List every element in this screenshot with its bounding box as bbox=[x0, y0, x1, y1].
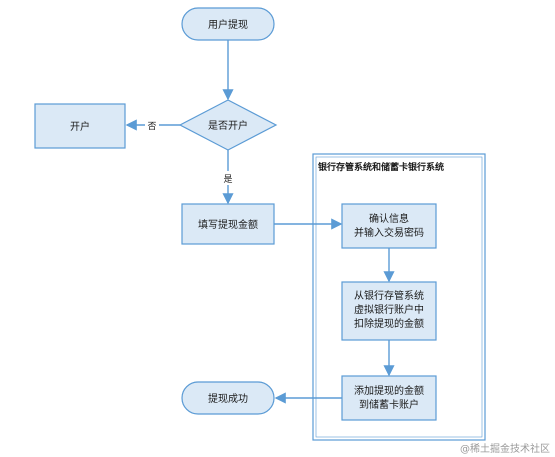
watermark: @稀土掘金技术社区 bbox=[460, 442, 550, 455]
success-label: 提现成功 bbox=[208, 393, 248, 405]
open-account-node: 开户 bbox=[34, 103, 126, 149]
start-label: 用户提现 bbox=[208, 18, 248, 31]
success-node: 提现成功 bbox=[181, 381, 275, 415]
start-node: 用户提现 bbox=[181, 7, 275, 41]
confirm-line-1: 确认信息 bbox=[369, 212, 409, 225]
add-node: 添加提现的金额 到储蓄卡账户 bbox=[341, 375, 437, 421]
confirm-node: 确认信息 并输入交易密码 bbox=[341, 203, 437, 249]
open-account-label: 开户 bbox=[70, 120, 90, 133]
fill-amount-label: 填写提现金额 bbox=[198, 218, 258, 231]
group-title: 银行存管系统和储蓄卡银行系统 bbox=[318, 161, 444, 173]
decision-label: 是否开户 bbox=[208, 119, 248, 132]
deduct-line-1: 从银行存管系统 bbox=[354, 289, 424, 302]
confirm-line-2: 并输入交易密码 bbox=[354, 226, 424, 239]
deduct-node: 从银行存管系统 虚拟银行账户中 扣除提现的金额 bbox=[341, 281, 437, 341]
deduct-line-2: 虚拟银行账户中 bbox=[354, 303, 424, 316]
add-line-2: 到储蓄卡账户 bbox=[359, 398, 419, 411]
decision-node: 是否开户 bbox=[178, 99, 278, 151]
add-line-1: 添加提现的金额 bbox=[354, 384, 424, 397]
fill-amount-node: 填写提现金额 bbox=[181, 203, 275, 245]
edge-label-no: 否 bbox=[147, 121, 156, 132]
edge-label-yes: 是 bbox=[223, 174, 232, 185]
deduct-line-3: 扣除提现的金额 bbox=[354, 317, 424, 330]
